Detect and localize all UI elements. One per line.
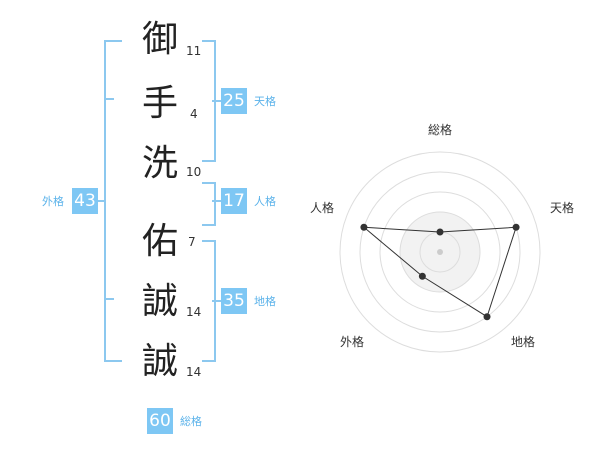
gaikaku-value: 43 xyxy=(72,188,98,214)
stroke-count-3: 10 xyxy=(186,165,202,179)
gaikaku-label: 外格 xyxy=(42,195,64,208)
soukaku-value: 60 xyxy=(147,408,173,434)
chikaku-label: 地格 xyxy=(254,295,276,308)
radar-axis-label-chikaku: 地格 xyxy=(511,335,536,349)
radar-ring-3 xyxy=(379,191,501,313)
radar-axis-label-gaikaku: 外格 xyxy=(340,335,365,349)
radar-point-1 xyxy=(436,228,444,236)
stroke-count-5: 14 xyxy=(186,305,202,319)
soukaku-label: 総格 xyxy=(180,415,202,428)
surname-char-1: 御 xyxy=(142,19,179,60)
tenkaku-bracket-link xyxy=(212,100,222,102)
jinkaku-label: 人格 xyxy=(254,195,276,208)
gaikaku-bracket-link xyxy=(98,200,106,202)
chikaku-value: 35 xyxy=(221,288,247,314)
surname-char-2: 手 xyxy=(142,83,179,124)
chikaku-bracket-link xyxy=(212,300,222,302)
radar-axis-label-soukaku: 総格 xyxy=(428,123,453,137)
radar-axis-label-jinkaku: 人格 xyxy=(310,201,335,215)
stroke-count-6: 14 xyxy=(186,365,202,379)
stroke-count-1: 11 xyxy=(186,44,202,58)
given-char-3: 誠 xyxy=(142,341,179,382)
tenkaku-value: 25 xyxy=(221,88,247,114)
radar-axis-label-tenkaku: 天格 xyxy=(550,201,575,215)
tenkaku-label: 天格 xyxy=(254,95,276,108)
stroke-count-2: 4 xyxy=(190,107,198,121)
radar-ring-4 xyxy=(359,171,521,333)
given-char-1: 佑 xyxy=(142,221,179,262)
jinkaku-value: 17 xyxy=(221,188,247,214)
jinkaku-bracket-link xyxy=(212,200,222,202)
jinkaku-bracket xyxy=(202,182,216,226)
surname-char-3: 洗 xyxy=(142,143,179,184)
radar-series-line xyxy=(362,226,517,318)
radar-point-4 xyxy=(418,272,426,280)
gaikaku-bracket-tick-2 xyxy=(104,298,114,300)
radar-point-5 xyxy=(360,223,368,231)
stroke-count-4: 7 xyxy=(188,235,196,249)
gaikaku-bracket-tick-1 xyxy=(104,98,114,100)
radar-point-2 xyxy=(512,223,520,231)
radar-point-3 xyxy=(483,313,491,321)
given-char-2: 誠 xyxy=(142,281,179,322)
radar-center-dot xyxy=(437,249,443,255)
